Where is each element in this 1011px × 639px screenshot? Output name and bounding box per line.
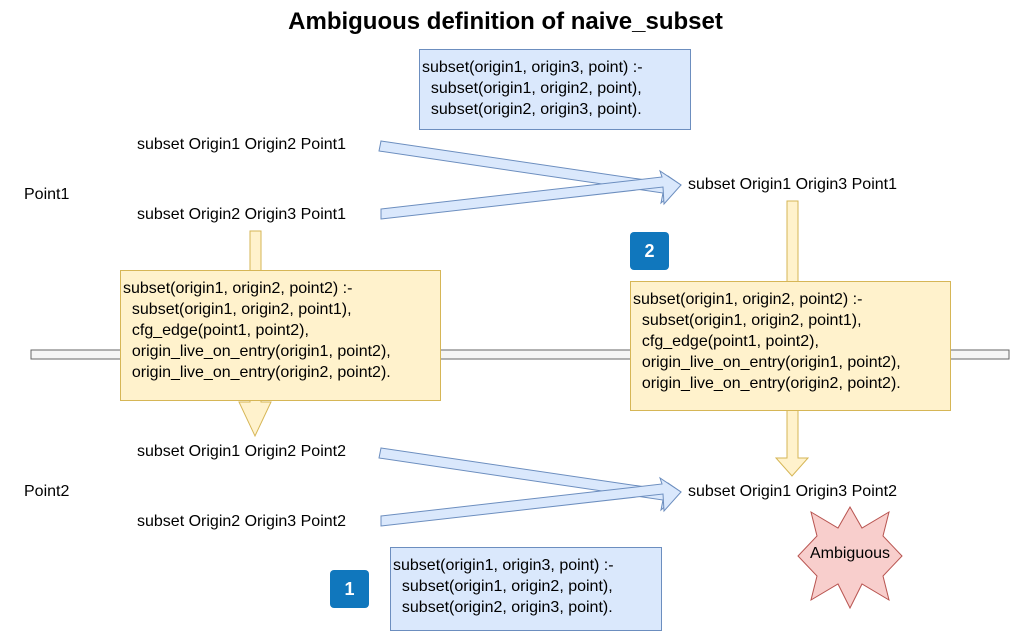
rule-line: subset(origin1, origin2, point1), (633, 312, 862, 329)
fact-p1-origin1-origin2: subset Origin1 Origin2 Point1 (137, 136, 346, 153)
fact-p2-origin1-origin3: subset Origin1 Origin3 Point2 (688, 483, 897, 500)
rule-line: subset(origin1, origin3, point) :- (393, 557, 614, 574)
arrow-p1-o2o3-to-o1o3 (380, 169, 682, 220)
fact-p2-origin2-origin3: subset Origin2 Origin3 Point2 (137, 513, 346, 530)
rule-line: subset(origin1, origin2, point2) :- (123, 280, 353, 297)
point1-label: Point1 (24, 186, 70, 203)
rule-line: subset(origin1, origin2, point), (422, 80, 642, 97)
point2-label: Point2 (24, 483, 70, 500)
diagram-title: Ambiguous definition of naive_subset (288, 8, 723, 35)
fact-p2-origin1-origin2: subset Origin1 Origin2 Point2 (137, 443, 346, 460)
fact-p1-origin1-origin3: subset Origin1 Origin3 Point1 (688, 176, 897, 193)
rule-line: cfg_edge(point1, point2), (633, 333, 819, 350)
rule-line: origin_live_on_entry(origin1, point2), (633, 354, 901, 371)
step-badge-2: 2 (630, 232, 669, 270)
rule-line: subset(origin1, origin2, point), (393, 578, 613, 595)
ambiguous-label: Ambiguous (809, 545, 891, 562)
rule-line: subset(origin2, origin3, point). (422, 101, 642, 118)
point-separator (30, 349, 1010, 360)
rule-line: subset(origin1, origin2, point2) :- (633, 291, 863, 308)
rule-line: subset(origin2, origin3, point). (393, 599, 613, 616)
fact-p1-origin2-origin3: subset Origin2 Origin3 Point1 (137, 206, 346, 223)
rule-line: origin_live_on_entry(origin1, point2), (123, 343, 391, 360)
rule-line: origin_live_on_entry(origin2, point2). (633, 375, 901, 392)
rule-cfg-left: subset(origin1, origin2, point2) :- subs… (120, 270, 441, 401)
rule-cfg-right: subset(origin1, origin2, point2) :- subs… (630, 281, 951, 411)
step-badge-1: 1 (330, 570, 369, 608)
rule-line: subset(origin1, origin3, point) :- (422, 59, 643, 76)
rule-transitive-top: subset(origin1, origin3, point) :- subse… (419, 49, 691, 130)
rule-line: origin_live_on_entry(origin2, point2). (123, 364, 391, 381)
rule-line: cfg_edge(point1, point2), (123, 322, 309, 339)
rule-transitive-bottom: subset(origin1, origin3, point) :- subse… (390, 547, 662, 631)
ambiguous-star-shape (797, 505, 903, 610)
rule-line: subset(origin1, origin2, point1), (123, 301, 352, 318)
arrow-p2-o2o3-to-o1o3 (380, 476, 682, 527)
